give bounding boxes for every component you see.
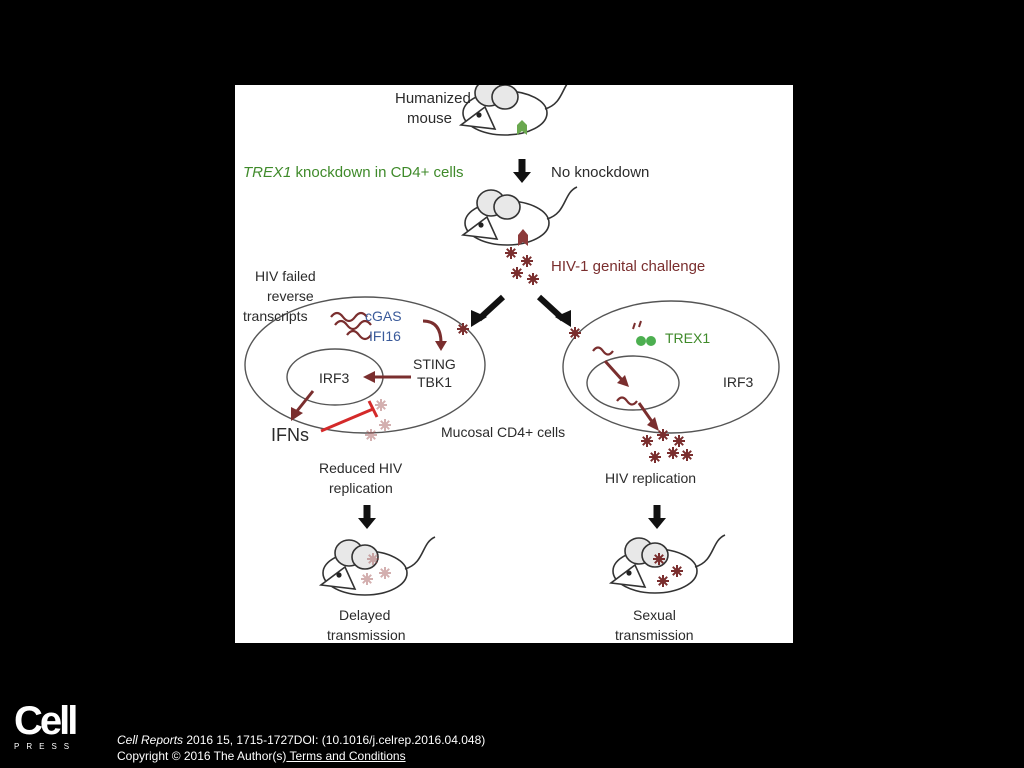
arrow-down-top [513, 159, 531, 183]
virus-entering-right-icon [568, 326, 582, 340]
figure-panel: Humanized mouse TREX1 knockdown in CD4+ … [235, 85, 793, 643]
reverse-transcript-squiggle-icon [330, 311, 372, 341]
reduced-replication-line2: replication [329, 480, 393, 496]
right-cell [562, 300, 780, 434]
failed-transcripts-line3: transcripts [243, 308, 308, 324]
tbk1-label: TBK1 [417, 374, 452, 390]
virus-entering-left-icon [456, 322, 470, 336]
right-transcript-squiggle-icon [592, 346, 614, 356]
terms-link[interactable]: Terms and Conditions [286, 749, 406, 763]
failed-transcripts-line2: reverse [267, 288, 314, 304]
trex1-enzyme-icon [632, 320, 656, 346]
knockdown-gene: TREX1 [243, 164, 291, 181]
sting-label: STING [413, 356, 456, 372]
ifi16-label: IFI16 [369, 328, 401, 344]
slide-footer: Cell PRESS Cell Reports 2016 15, 1715-17… [0, 690, 1024, 768]
delayed-transmission-line1: Delayed [339, 607, 390, 623]
branch-arrow-left [471, 294, 506, 327]
no-knockdown-label: No knockdown [551, 164, 649, 181]
hiv-replication-label: HIV replication [605, 470, 696, 486]
copyright-line: Copyright © 2016 The Author(s) Terms and… [117, 748, 485, 764]
irf3-to-ifn-arrow [295, 390, 315, 412]
irf3-right-label: IRF3 [723, 374, 754, 390]
trex1-label: TREX1 [665, 330, 710, 346]
failed-transcripts-line1: HIV failed [255, 268, 316, 284]
ifns-label: IFNs [271, 425, 309, 445]
hiv-trex1-diagram: Humanized mouse TREX1 knockdown in CD4+ … [243, 85, 780, 643]
cgas-label: cGAS [365, 308, 402, 324]
right-replication-arrowhead [647, 417, 659, 431]
ifn-inhibition-line [320, 407, 374, 433]
sensor-to-sting-arrow [422, 319, 443, 344]
nuclear-transcript-icon [616, 396, 638, 406]
knockdown-label: TREX1 knockdown in CD4+ cells [243, 164, 464, 181]
irf3-to-ifn-arrowhead [291, 407, 303, 421]
logo-word: Cell [14, 699, 78, 743]
sensor-to-sting-arrowhead [435, 341, 447, 351]
sexual-transmission-line2: transmission [615, 627, 694, 643]
right-entry-arrowhead [617, 375, 629, 387]
cell-press-logo: Cell PRESS [14, 699, 86, 751]
citation-line: Cell Reports 2016 15, 1715-1727DOI: (10.… [117, 732, 485, 748]
ifn-inhibition-bar [367, 400, 379, 418]
sexual-transmission-line1: Sexual [633, 607, 676, 623]
logo-press: PRESS [14, 742, 77, 751]
right-entry-arrow [603, 359, 625, 383]
reduced-replication-line1: Reduced HIV [319, 460, 403, 476]
arrow-down-right [648, 505, 666, 529]
delayed-mouse-icon [320, 536, 436, 596]
replicating-virus-cluster-icon [640, 428, 694, 464]
citation: Cell Reports 2016 15, 1715-1727DOI: (10.… [117, 732, 485, 764]
hiv-virus-cluster-icon [504, 246, 540, 286]
branch-arrow-right [536, 294, 571, 327]
mouse-label-line2: mouse [407, 110, 452, 127]
challenge-label: HIV-1 genital challenge [551, 258, 705, 275]
journal-name: Cell Reports [117, 733, 184, 747]
irf3-left-label: IRF3 [319, 370, 350, 386]
delayed-transmission-line2: transmission [327, 627, 406, 643]
mucosal-cells-label: Mucosal CD4+ cells [441, 424, 565, 440]
tbk1-to-irf3-arrowhead [363, 371, 375, 383]
mouse-label-line1: Humanized [395, 90, 471, 107]
citation-details: 2016 15, 1715-1727DOI: (10.1016/j.celrep… [183, 733, 486, 747]
suppressed-virus-icon [364, 398, 392, 442]
right-replication-arrow [637, 402, 655, 424]
copyright-text: Copyright © 2016 The Author(s) [117, 749, 287, 763]
transmitting-mouse-icon [610, 534, 726, 594]
knockdown-rest: knockdown in CD4+ cells [291, 164, 463, 181]
arrow-down-left [358, 505, 376, 529]
green-marker-icon [517, 120, 527, 135]
red-marker-icon [518, 229, 528, 246]
